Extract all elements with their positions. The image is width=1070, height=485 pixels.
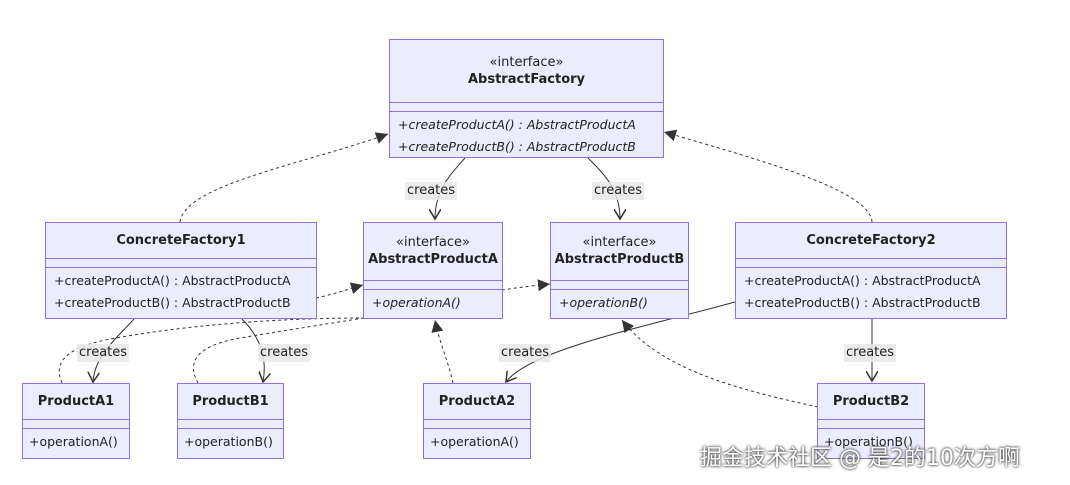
edge-apa-to-abstractproductb xyxy=(501,279,551,292)
method: +operationA() xyxy=(372,295,461,310)
method: +operationB() xyxy=(824,434,913,449)
stereotype: «interface» xyxy=(396,235,470,250)
attributes-compartment xyxy=(424,420,530,429)
method: +createProductA() : AbstractProductA xyxy=(54,273,291,288)
class-header: «interface» AbstractProductA xyxy=(364,223,502,281)
class-name: AbstractProductB xyxy=(554,252,685,267)
class-header: ProductB1 xyxy=(178,384,283,420)
attributes-compartment xyxy=(551,281,688,290)
methods-compartment: +operationA() xyxy=(23,429,129,457)
class-producta2: ProductA2 +operationA() xyxy=(423,383,531,459)
method: +createProductA() : AbstractProductA xyxy=(398,117,636,132)
class-abstractfactory: «interface» AbstractFactory +createProdu… xyxy=(389,39,664,158)
class-header: «interface» AbstractProductB xyxy=(551,223,688,281)
class-producta1: ProductA1 +operationA() xyxy=(22,383,130,459)
edge-cf2-realizes-abstractfactory xyxy=(663,129,873,223)
edge-pb2-realizes-apb xyxy=(621,319,819,408)
methods-compartment: +createProductA() : AbstractProductA +cr… xyxy=(390,112,663,162)
methods-compartment: +createProductA() : AbstractProductA +cr… xyxy=(736,268,1006,318)
method: +operationB() xyxy=(559,295,648,310)
class-header: ProductA1 xyxy=(23,384,129,420)
attributes-compartment xyxy=(23,420,129,429)
class-header: ProductA2 xyxy=(424,384,530,420)
edge-label-creates: creates xyxy=(405,182,458,200)
method: +createProductB() : AbstractProductB xyxy=(398,139,636,154)
attributes-compartment xyxy=(364,281,502,290)
method: +createProductB() : AbstractProductB xyxy=(744,295,981,310)
class-name: ProductB1 xyxy=(192,393,269,409)
class-header: ConcreteFactory1 xyxy=(46,223,316,259)
method: +operationA() xyxy=(430,434,519,449)
class-header: ConcreteFactory2 xyxy=(736,223,1006,259)
edge-cf1-realizes-abstractfactory xyxy=(179,132,389,223)
class-name: ConcreteFactory2 xyxy=(806,232,936,248)
class-name: ProductB2 xyxy=(832,393,910,409)
method: +operationB() xyxy=(184,434,273,449)
edge-cf1-to-abstractproducta xyxy=(315,282,364,299)
edge-label-creates: creates xyxy=(844,344,897,362)
methods-compartment: +operationA() xyxy=(424,429,530,457)
methods-compartment: +operationB() xyxy=(818,429,924,457)
edge-pa2-realizes-apa xyxy=(431,319,454,384)
attributes-compartment xyxy=(736,259,1006,268)
edge-label-creates: creates xyxy=(258,344,311,362)
edge-label-creates: creates xyxy=(592,182,645,200)
class-name: ProductA2 xyxy=(438,393,516,409)
class-name: ProductA1 xyxy=(37,393,115,409)
class-name: AbstractFactory xyxy=(467,71,586,87)
class-productb2: ProductB2 +operationB() xyxy=(817,383,925,459)
stereotype: «interface» xyxy=(582,235,657,250)
method: +createProductB() : AbstractProductB xyxy=(54,295,291,310)
edge-cf2-creates-pa2 xyxy=(506,301,736,382)
method: +operationA() xyxy=(29,434,118,449)
method: +createProductA() : AbstractProductA xyxy=(744,273,981,288)
edge-label-creates: creates xyxy=(77,344,130,362)
methods-compartment: +operationB() xyxy=(178,429,283,457)
methods-compartment: +createProductA() : AbstractProductA +cr… xyxy=(46,268,316,318)
stereotype: «interface» xyxy=(489,54,564,70)
attributes-compartment xyxy=(46,259,316,268)
methods-compartment: +operationA() xyxy=(364,290,502,318)
class-abstractproductb: «interface» AbstractProductB +operationB… xyxy=(550,222,689,319)
edge-label-creates: creates xyxy=(499,344,552,362)
watermark: 掘金技术社区 @ 是2的10次方啊 xyxy=(700,446,1020,471)
methods-compartment: +operationB() xyxy=(551,290,688,318)
class-name: ConcreteFactory1 xyxy=(116,232,246,248)
class-abstractproducta: «interface» AbstractProductA +operationA… xyxy=(363,222,503,319)
attributes-compartment xyxy=(390,103,663,112)
class-concretefactory2: ConcreteFactory2 +createProductA() : Abs… xyxy=(735,222,1007,319)
attributes-compartment xyxy=(178,420,283,429)
class-header: «interface» AbstractFactory xyxy=(390,40,663,103)
class-name: AbstractProductA xyxy=(368,252,498,267)
class-productb1: ProductB1 +operationB() xyxy=(177,383,284,459)
class-header: ProductB2 xyxy=(818,384,924,420)
edge-pb1-realizes-apa xyxy=(193,317,364,384)
class-concretefactory1: ConcreteFactory1 +createProductA() : Abs… xyxy=(45,222,317,319)
attributes-compartment xyxy=(818,420,924,429)
